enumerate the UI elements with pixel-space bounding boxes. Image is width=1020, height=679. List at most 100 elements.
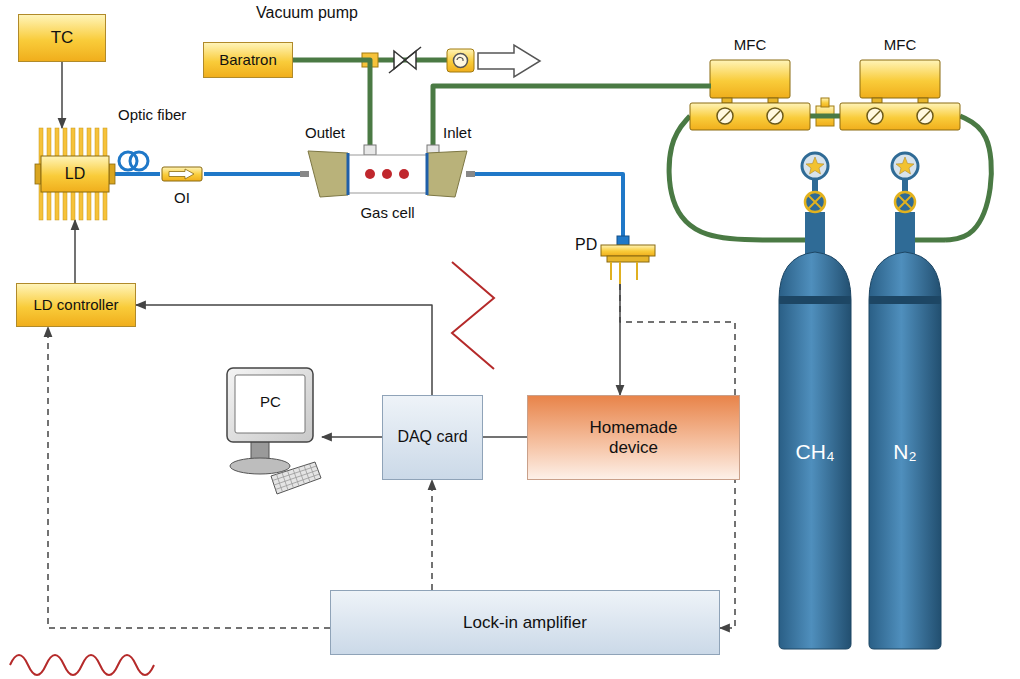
drawing-line — [347, 153, 350, 195]
part-label: Inlet — [443, 124, 471, 141]
drawing-line — [310, 464, 316, 480]
signal-line-dashed — [431, 480, 433, 590]
drawing-line — [274, 470, 318, 485]
process-box: Baratron — [203, 42, 293, 78]
signal-line-dashed — [48, 327, 330, 628]
drawing-circle — [767, 108, 783, 124]
drawing-rect — [869, 296, 941, 304]
drawing-path — [869, 252, 941, 649]
drawing-rect — [162, 167, 202, 181]
drawing-rect — [690, 103, 810, 130]
drawing-line — [720, 111, 730, 121]
optic-fiber — [204, 172, 300, 176]
pump-icon — [457, 57, 463, 61]
drawing-line — [288, 471, 294, 488]
drawing-rect — [109, 164, 115, 184]
process-box: Lock-in amplifier — [330, 590, 720, 655]
node-label: Gas cell — [360, 204, 414, 221]
drawing-line — [619, 262, 621, 284]
drawing-rect — [235, 375, 305, 433]
gas-pipe — [810, 114, 840, 119]
drawing-path — [169, 169, 194, 179]
drawing-rect — [35, 164, 41, 184]
drawing-rect — [251, 440, 269, 460]
sine-signal — [10, 655, 154, 675]
drawing-line — [898, 195, 912, 209]
drawing-polygon — [806, 157, 824, 174]
device-node: Gas cell — [300, 145, 475, 221]
drawing-line — [636, 262, 638, 280]
signal-line — [74, 220, 76, 283]
node-label: CH₄ — [796, 440, 835, 464]
exhaust-arrow — [478, 45, 540, 77]
device-node: CH₄ — [775, 150, 855, 650]
drawing-circle — [867, 108, 883, 124]
gas-pipe — [669, 116, 775, 240]
drawing-rect — [607, 256, 649, 262]
device-node: LD — [35, 128, 115, 220]
device-illustration — [775, 150, 855, 650]
drawing-rect — [364, 145, 376, 155]
drawing-rect — [895, 212, 915, 254]
signal-line — [322, 436, 382, 438]
drawing-polygon — [308, 151, 348, 197]
drawing-line — [914, 238, 945, 243]
device-illustration — [215, 366, 322, 500]
drawing-circle — [895, 192, 915, 212]
drawing-ellipse — [230, 458, 290, 474]
drawing-rect — [805, 212, 825, 254]
valve-symbol — [389, 47, 421, 73]
pump-icon — [447, 49, 474, 72]
device-illustration — [865, 150, 945, 650]
drawing-rect — [41, 156, 109, 192]
drawing-rect — [300, 171, 309, 177]
drawing-line — [304, 466, 310, 483]
drawing-rect — [710, 60, 790, 98]
node-label: Homemade device — [574, 418, 694, 457]
drawing-circle — [892, 153, 918, 179]
drawing-rect — [722, 98, 732, 103]
node-label: MFC — [884, 36, 917, 53]
drawing-rect — [840, 103, 960, 130]
drawing-line — [920, 111, 930, 121]
drawing-line — [870, 111, 880, 121]
drawing-rect — [860, 60, 940, 98]
drawing-line — [282, 473, 288, 491]
drawing-circle — [802, 153, 828, 179]
drawing-line — [808, 195, 822, 209]
device-node: OI — [160, 164, 204, 206]
node-label: PD — [575, 236, 597, 254]
part-label: Vacuum pump — [256, 4, 358, 22]
device-node: N₂ — [865, 150, 945, 650]
drawing-polygon — [427, 151, 467, 197]
signal-line — [483, 436, 527, 438]
node-label: N₂ — [893, 440, 916, 464]
drawing-rect — [617, 236, 629, 245]
drawing-circle — [382, 169, 392, 179]
node-label: OI — [174, 189, 190, 206]
signal-line — [61, 62, 63, 128]
drawing-path — [779, 252, 851, 649]
optic-fiber — [475, 174, 623, 236]
drawing-line — [775, 238, 806, 243]
node-label: Lock-in amplifier — [463, 613, 587, 633]
drawing-circle — [365, 169, 375, 179]
ramp-signal — [452, 262, 494, 369]
node-label: Baratron — [219, 51, 277, 68]
process-box: Homemade device — [527, 395, 740, 480]
part-label: Outlet — [305, 124, 345, 141]
process-box: DAQ card — [382, 395, 483, 480]
process-box: LD controller — [16, 283, 136, 327]
drawing-circle — [717, 108, 733, 124]
optic-fiber — [115, 172, 160, 176]
pump-icon — [454, 54, 468, 68]
device-node: PD — [575, 236, 665, 284]
gas-pipe — [293, 60, 370, 145]
drawing-rect — [779, 296, 851, 304]
drawing-line — [426, 153, 429, 195]
node-label: PC — [260, 393, 281, 410]
drawing-line — [690, 84, 711, 89]
tee-fitting — [821, 98, 829, 107]
device-node: MFC — [840, 36, 960, 132]
